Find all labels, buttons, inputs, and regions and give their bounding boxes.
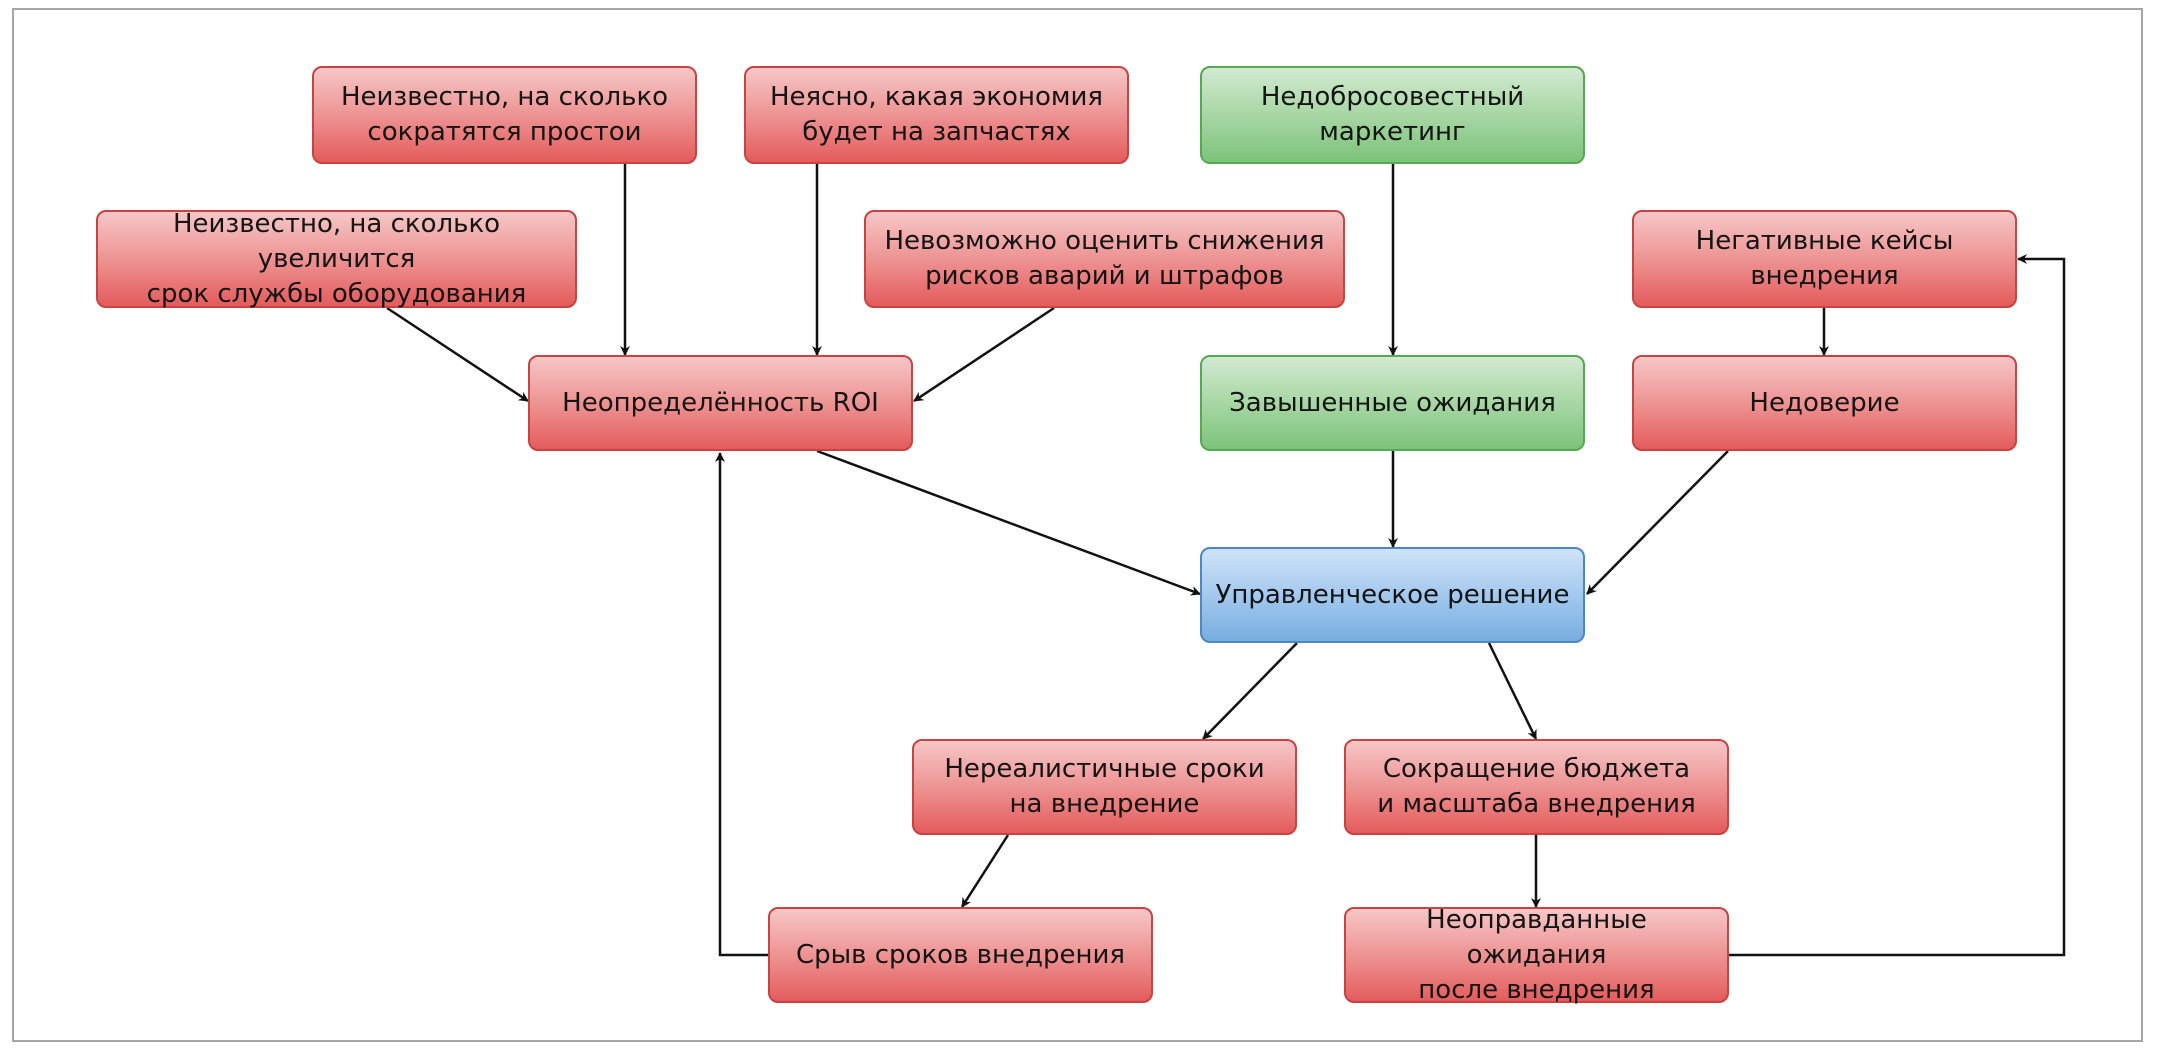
node-unjustified-expectations: Неоправданные ожидания после внедрения bbox=[1344, 905, 1729, 1005]
edge-distrust-to-decision bbox=[1586, 450, 1729, 595]
node-unrealistic-terms: Нереалистичные сроки на внедрение bbox=[912, 739, 1297, 835]
node-downtime-uncertainty: Неизвестно, на сколько сократятся просто… bbox=[312, 66, 697, 164]
node-inflated-expectations: Завышенные ожидания bbox=[1200, 355, 1585, 451]
node-budget-cut: Сокращение бюджета и масштаба внедрения bbox=[1344, 739, 1729, 835]
node-risks-uncertainty-label: Невозможно оценить снижения рисков авари… bbox=[884, 226, 1325, 291]
edge-unjustified-to-negative-cases bbox=[1728, 254, 2066, 957]
edge-deadline-failure-to-roi bbox=[715, 452, 768, 957]
node-risks-uncertainty: Невозможно оценить снижения рисков авари… bbox=[864, 210, 1345, 308]
node-management-decision: Управленческое решение bbox=[1200, 547, 1585, 643]
edge-decision-to-unrealistic-terms bbox=[1202, 642, 1298, 740]
node-inflated-expectations-label: Завышенные ожидания bbox=[1229, 387, 1556, 418]
edge-roi-to-decision bbox=[816, 449, 1201, 596]
node-lifetime-uncertainty: Неизвестно, на сколько увеличится срок с… bbox=[96, 209, 577, 309]
node-distrust-label: Недоверие bbox=[1749, 387, 1900, 418]
node-downtime-uncertainty-label: Неизвестно, на сколько сократятся просто… bbox=[340, 82, 669, 147]
node-unjustified-expectations-label: Неоправданные ожидания после внедрения bbox=[1418, 904, 1655, 1005]
edge-lifetime-to-roi bbox=[386, 306, 529, 403]
node-marketing: Недобросовестный маркетинг bbox=[1200, 66, 1585, 164]
node-spare-parts-uncertainty-label: Неясно, какая экономия будет на запчастя… bbox=[769, 82, 1104, 147]
node-unrealistic-terms-label: Нереалистичные сроки на внедрение bbox=[944, 754, 1265, 819]
edge-unrealistic-terms-to-deadline-failure bbox=[960, 834, 1010, 908]
node-budget-cut-label: Сокращение бюджета и масштаба внедрения bbox=[1377, 754, 1696, 819]
node-negative-cases: Негативные кейсы внедрения bbox=[1632, 210, 2017, 308]
node-negative-cases-label: Негативные кейсы внедрения bbox=[1695, 226, 1954, 291]
node-deadline-failure: Срыв сроков внедрения bbox=[768, 907, 1153, 1003]
node-deadline-failure-label: Срыв сроков внедрения bbox=[795, 939, 1125, 970]
node-marketing-label: Недобросовестный маркетинг bbox=[1260, 82, 1525, 147]
node-management-decision-label: Управленческое решение bbox=[1215, 579, 1570, 610]
node-lifetime-uncertainty-label: Неизвестно, на сколько увеличится срок с… bbox=[146, 208, 527, 309]
node-roi-uncertainty-label: Неопределённость ROI bbox=[562, 387, 879, 418]
diagram-frame bbox=[12, 8, 2143, 1042]
edge-risks-to-roi bbox=[913, 306, 1055, 403]
edge-decision-to-budget-cut bbox=[1487, 642, 1538, 740]
node-distrust: Недоверие bbox=[1632, 355, 2017, 451]
node-roi-uncertainty: Неопределённость ROI bbox=[528, 355, 913, 451]
node-spare-parts-uncertainty: Неясно, какая экономия будет на запчастя… bbox=[744, 66, 1129, 164]
